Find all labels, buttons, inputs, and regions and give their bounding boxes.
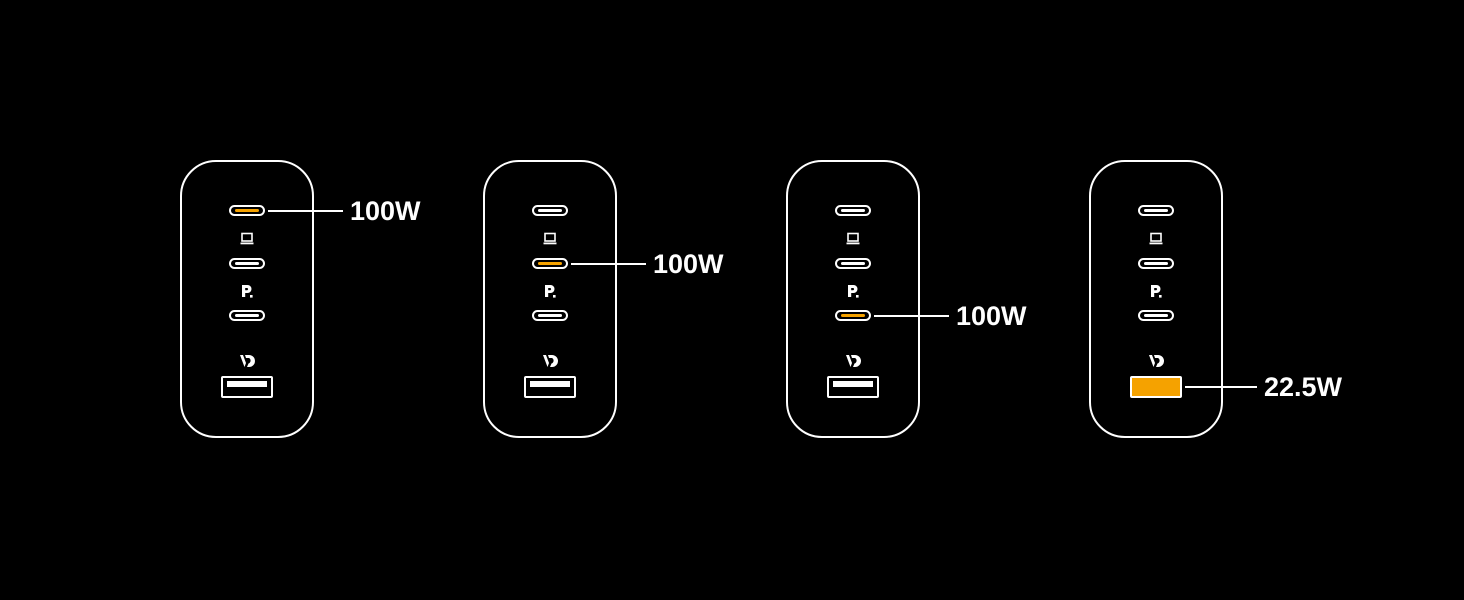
usb-a-port	[827, 376, 879, 398]
wattage-label: 100W	[653, 249, 724, 279]
usb-c-port-2	[835, 258, 871, 269]
laptop-icon	[240, 232, 254, 245]
leader-line	[571, 263, 646, 265]
fast-charge-icon	[240, 355, 255, 367]
usb-c-port-1	[532, 205, 568, 216]
usb-c-port-3	[229, 310, 265, 321]
power-delivery-icon	[848, 285, 859, 298]
charger-diagram-2	[483, 160, 617, 438]
wattage-label: 100W	[350, 196, 421, 226]
fast-charge-icon	[846, 355, 861, 367]
charger-outline	[786, 160, 920, 438]
charger-diagram-3	[786, 160, 920, 438]
usb-a-port	[1130, 376, 1182, 398]
usb-c-port-1	[835, 205, 871, 216]
fast-charge-icon	[543, 355, 558, 367]
charger-diagram-4	[1089, 160, 1223, 438]
usb-c-port-3	[532, 310, 568, 321]
leader-line	[268, 210, 343, 212]
charger-diagram-1	[180, 160, 314, 438]
leader-line	[874, 315, 949, 317]
power-delivery-icon	[242, 285, 253, 298]
leader-line	[1185, 386, 1257, 388]
wattage-label: 22.5W	[1264, 372, 1343, 402]
usb-c-port-3	[835, 310, 871, 321]
usb-c-port-1	[1138, 205, 1174, 216]
wattage-label: 100W	[956, 301, 1027, 331]
laptop-icon	[846, 232, 860, 245]
usb-a-port	[524, 376, 576, 398]
usb-c-port-2	[229, 258, 265, 269]
usb-c-port-2	[1138, 258, 1174, 269]
usb-c-port-2	[532, 258, 568, 269]
usb-a-port	[221, 376, 273, 398]
charger-outline	[483, 160, 617, 438]
charger-outline	[1089, 160, 1223, 438]
usb-c-port-1	[229, 205, 265, 216]
laptop-icon	[1149, 232, 1163, 245]
fast-charge-icon	[1149, 355, 1164, 367]
power-delivery-icon	[1151, 285, 1162, 298]
charger-outline	[180, 160, 314, 438]
usb-c-port-3	[1138, 310, 1174, 321]
power-delivery-icon	[545, 285, 556, 298]
laptop-icon	[543, 232, 557, 245]
